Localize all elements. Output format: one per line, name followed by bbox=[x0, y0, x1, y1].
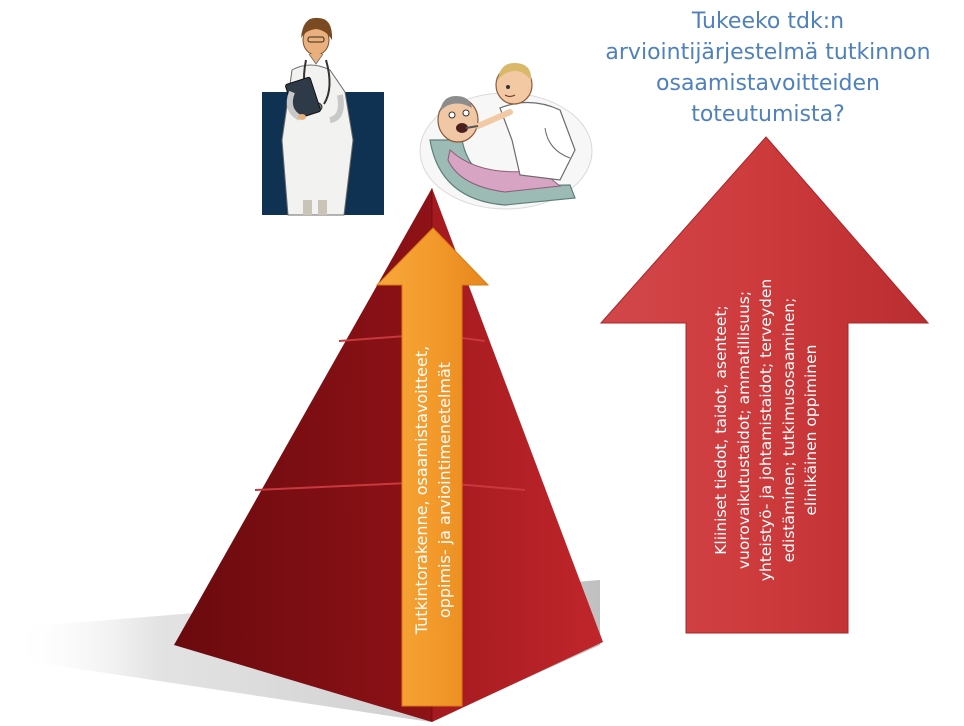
red-arrow bbox=[599, 136, 930, 634]
question-line: arviointijärjestelmä tutkinnon bbox=[605, 40, 931, 65]
question-line: toteutumista? bbox=[691, 102, 845, 127]
red-arrow-label: Kliiniset tiedot, taidot, asenteet; vuor… bbox=[710, 230, 823, 630]
pyramid-right-face bbox=[432, 188, 603, 722]
question-line: osaamistavoitteiden bbox=[656, 71, 880, 96]
red-arrow-line: vuorovaikutustaidot; ammatillisuus; bbox=[734, 290, 753, 570]
pyramid bbox=[174, 188, 603, 722]
question-text: Tukeeko tdk:n arviointijärjestelmä tutki… bbox=[572, 6, 964, 130]
orange-arrow-line: oppimis- ja arviointimenetelmät bbox=[435, 361, 454, 619]
orange-arrow bbox=[375, 227, 490, 707]
dentist-illustration bbox=[419, 62, 593, 210]
question-line: Tukeeko tdk:n bbox=[691, 9, 845, 34]
red-arrow-line: Kliiniset tiedot, taidot, asenteet; bbox=[711, 305, 730, 555]
red-arrow-line: edistäminen; tutkimusosaaminen; bbox=[779, 297, 798, 563]
pyramid-left-face bbox=[174, 188, 432, 722]
red-arrow-line: yhteistyö- ja johtamistaidot; terveyden bbox=[756, 278, 775, 582]
doctor-illustration bbox=[262, 17, 384, 216]
red-arrow-line: elinikäinen oppiminen bbox=[801, 344, 820, 516]
orange-arrow-line: Tutkintorakenne, osaamistavoitteet, bbox=[412, 345, 431, 635]
orange-arrow-label: Tutkintorakenne, osaamistavoitteet, oppi… bbox=[410, 300, 456, 680]
